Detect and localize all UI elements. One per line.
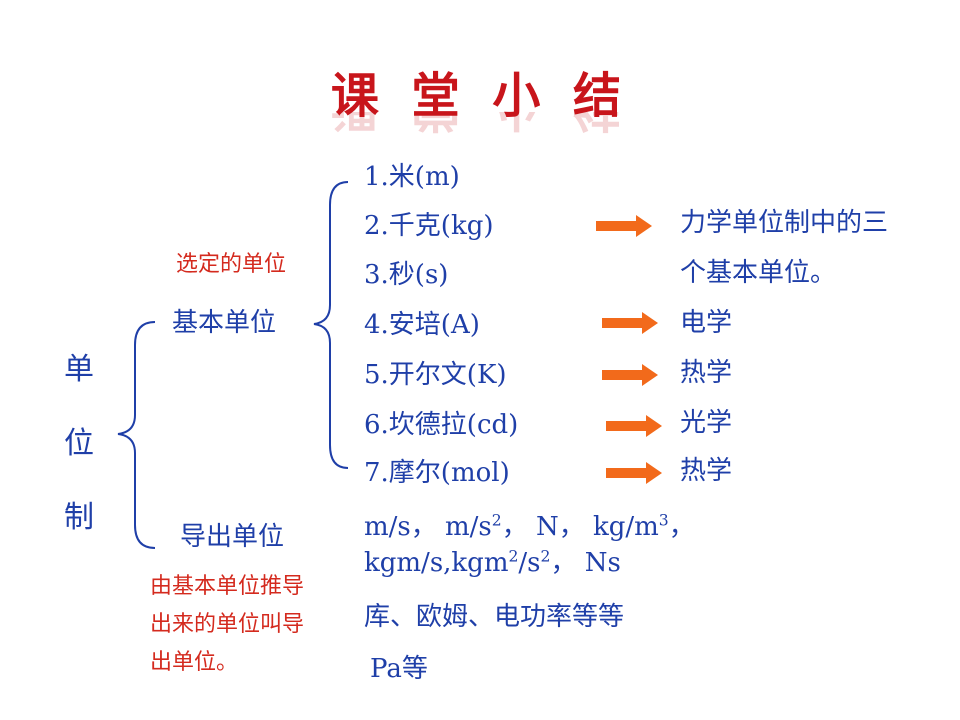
root-char-2: 位 — [64, 426, 94, 461]
arrow-thermal2 — [606, 462, 662, 484]
page-title: 课 堂 小 结 — [330, 68, 630, 124]
derived-note-line1: 由基本单位推导 — [150, 574, 305, 599]
basic-note: 选定的单位 — [176, 252, 287, 277]
derived-examples-row2: kgm/s,kgm2/s2， Ns — [364, 547, 621, 578]
root-char-1: 单 — [64, 352, 94, 387]
derived-label: 导出单位 — [180, 522, 285, 552]
basic-label: 基本单位 — [172, 308, 277, 338]
arrow-electric — [602, 312, 658, 334]
category-mechanics-line2: 个基本单位。 — [680, 258, 837, 288]
basic-item-2: 2.千克(kg) — [364, 211, 494, 241]
basic-item-1: 1.米(m) — [364, 162, 460, 192]
arrow-optics — [606, 415, 662, 437]
basic-item-7: 7.摩尔(mol) — [364, 458, 510, 488]
derived-examples-row3: 库、欧姆、电功率等等 — [364, 602, 625, 632]
title-area: 课 堂 小 结 课 堂 小 结 — [0, 66, 960, 138]
root-char-3: 制 — [64, 500, 94, 535]
basic-item-5: 5.开尔文(K) — [364, 360, 507, 390]
arrow-mechanics — [596, 215, 652, 237]
category-mechanics-line1: 力学单位制中的三 — [680, 208, 889, 238]
basic-brace — [313, 181, 349, 469]
basic-item-4: 4.安培(A) — [364, 310, 480, 340]
derived-examples-row4: Pa等 — [370, 654, 428, 684]
category-electric: 电学 — [680, 308, 733, 338]
basic-item-3: 3.秒(s) — [364, 260, 449, 290]
derived-examples-row1: m/s， m/s2， N， kg/m3， — [364, 511, 695, 542]
arrow-thermal — [602, 364, 658, 386]
category-thermal: 热学 — [680, 358, 733, 388]
root-brace — [117, 321, 156, 549]
derived-note-line3: 出单位。 — [150, 650, 239, 675]
category-optics: 光学 — [680, 408, 733, 438]
derived-note-line2: 出来的单位叫导 — [150, 612, 305, 637]
category-thermal-2: 热学 — [680, 456, 733, 486]
basic-item-6: 6.坎德拉(cd) — [364, 410, 519, 440]
